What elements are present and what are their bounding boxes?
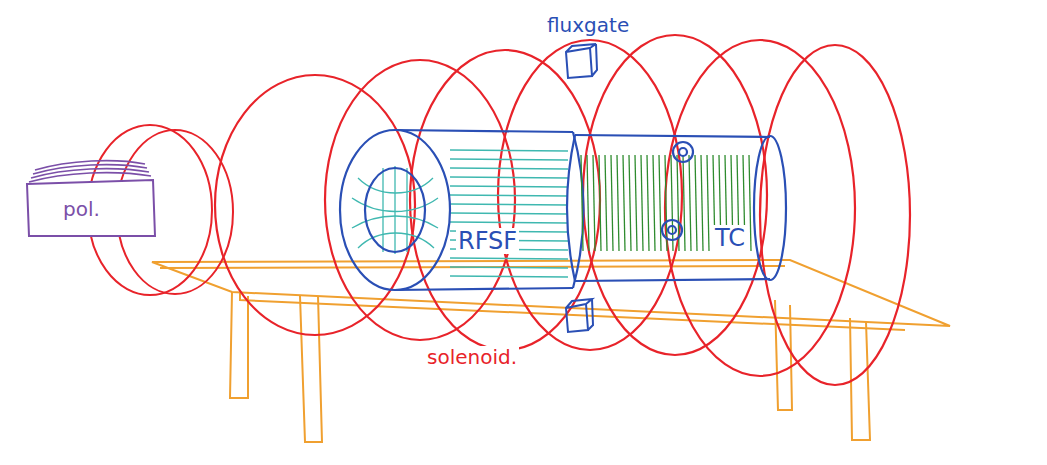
- solenoid-coil: [215, 35, 910, 385]
- node-outline: [338, 128, 578, 294]
- coil-label: solenoid.: [425, 346, 519, 368]
- node-label: TC: [713, 225, 747, 251]
- node-label: RFSF: [456, 228, 519, 254]
- spin-flipper-cylinder: RFSF: [338, 128, 578, 294]
- node-label: pol.: [61, 198, 102, 220]
- sensor-label: fluxgate: [545, 14, 631, 36]
- polarizer-box: pol.: [25, 168, 157, 238]
- test-cell-cylinder: TC: [565, 133, 790, 285]
- node-outline: [565, 133, 790, 285]
- table: [152, 260, 950, 442]
